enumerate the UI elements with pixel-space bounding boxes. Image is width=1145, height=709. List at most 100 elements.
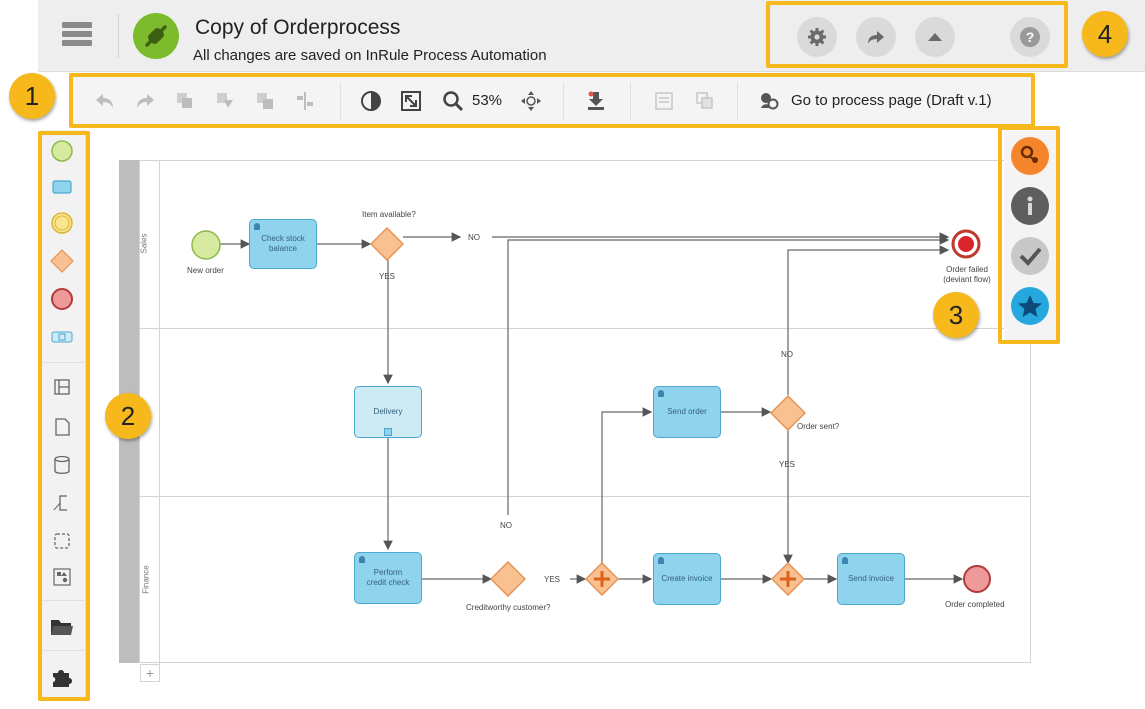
task-create-invoice[interactable]: Create invoice [653, 553, 721, 605]
task-send-invoice[interactable]: Send invoice [837, 553, 905, 605]
task-create-invoice-label: Create invoice [661, 574, 713, 583]
paste-icon[interactable] [214, 90, 236, 112]
user-icon [658, 557, 664, 564]
end-event-icon[interactable] [49, 286, 75, 312]
save-status: All changes are saved on InRule Process … [193, 47, 547, 64]
annotation-icon[interactable] [49, 490, 75, 516]
copy-icon[interactable] [174, 90, 196, 112]
data-store-icon[interactable] [49, 452, 75, 478]
go-to-process-page-button[interactable] [756, 82, 1028, 120]
subprocess-icon[interactable] [49, 324, 75, 350]
header-divider [118, 14, 119, 58]
fit-icon[interactable] [400, 90, 422, 112]
puzzle-icon[interactable] [49, 664, 75, 690]
help-icon: ? [1020, 27, 1040, 47]
align-icon[interactable] [294, 90, 316, 112]
task-send-order-label: Send order [667, 407, 707, 416]
callout-box-header-actions [766, 1, 1068, 68]
favorite-button[interactable] [1011, 287, 1049, 325]
lane-icon[interactable] [49, 374, 75, 400]
star-icon [1018, 295, 1042, 317]
callout-badge-4: 4 [1082, 11, 1128, 57]
user-icon [359, 556, 365, 563]
intermediate-event-icon[interactable] [49, 210, 75, 236]
share-button[interactable] [856, 17, 896, 57]
contrast-icon[interactable] [360, 90, 382, 112]
lane-header-sales[interactable]: Sales [140, 161, 160, 328]
gateway-creditworthy[interactable] [490, 561, 526, 597]
go-to-process-page-label: Go to process page (Draft v.1) [791, 92, 992, 109]
extension-icon[interactable] [49, 564, 75, 590]
info-button[interactable] [1011, 187, 1049, 225]
callout-badge-2: 2 [105, 393, 151, 439]
zoom-icon[interactable] [442, 90, 464, 112]
flow-label-yes: YES [379, 272, 396, 281]
element-properties-icon [1020, 145, 1038, 163]
callout-badge-1: 1 [9, 73, 55, 119]
help-button[interactable]: ? [1010, 17, 1050, 57]
svg-text:?: ? [1026, 29, 1035, 45]
end-event-failed[interactable] [950, 228, 982, 260]
lane-divider [140, 328, 1030, 329]
end-event-failed-label: Order failed (deviant flow) [943, 265, 991, 284]
right-tool-panel [1004, 131, 1056, 341]
callout-box-right-tools [998, 126, 1060, 344]
task-check-stock[interactable]: Check stock balance [249, 219, 317, 269]
app-header: Copy of Orderprocess All changes are sav… [38, 0, 1145, 72]
validate-button[interactable] [1011, 237, 1049, 275]
toolbar-divider [737, 82, 738, 120]
share-icon [868, 31, 884, 44]
lane-header-delivery[interactable] [140, 329, 160, 496]
gear-icon [808, 28, 826, 46]
document-icon[interactable] [653, 90, 675, 112]
shape-palette [40, 130, 86, 700]
redo-icon[interactable] [134, 90, 156, 112]
lane-divider [140, 496, 1030, 497]
parallel-gateway-split[interactable] [585, 562, 619, 596]
undo-icon[interactable] [94, 90, 116, 112]
task-icon[interactable] [49, 174, 75, 200]
toolbar-divider [563, 82, 564, 120]
task-send-order[interactable]: Send order [653, 386, 721, 438]
export-icon[interactable] [585, 90, 607, 112]
data-object-icon[interactable] [49, 414, 75, 440]
gateway-item-available[interactable] [370, 227, 404, 261]
start-event-label: New order [187, 266, 224, 275]
add-lane-button[interactable]: + [140, 664, 160, 682]
task-perform-credit-check-label: Perform credit check [366, 568, 410, 587]
gateway-order-sent[interactable] [770, 395, 806, 431]
plug-icon [133, 13, 179, 59]
start-event[interactable] [190, 229, 222, 261]
zoom-level: 53% [472, 92, 503, 109]
process-page-icon [761, 93, 779, 110]
flow-label-yes: YES [779, 460, 796, 469]
collapse-button[interactable] [915, 17, 955, 57]
parallel-gateway-join[interactable] [771, 562, 805, 596]
clone-icon[interactable] [694, 90, 716, 112]
task-delivery[interactable]: Delivery [354, 386, 422, 438]
flow-label-no: NO [500, 521, 512, 530]
gateway-icon[interactable] [49, 248, 75, 274]
callout-box-toolbar [69, 73, 1035, 128]
task-send-invoice-label: Send invoice [848, 574, 894, 583]
group-icon[interactable] [49, 528, 75, 554]
start-event-icon[interactable] [49, 138, 75, 164]
palette-divider [40, 650, 85, 651]
settings-button[interactable] [797, 17, 837, 57]
check-icon [1019, 247, 1042, 266]
lane-label-sales: Sales [139, 233, 149, 254]
user-icon [658, 390, 664, 397]
user-icon [254, 223, 260, 230]
pan-icon[interactable] [520, 90, 542, 112]
lane-header-finance[interactable]: Finance [140, 497, 160, 664]
toolbar-divider [340, 82, 341, 120]
duplicate-icon[interactable] [254, 90, 276, 112]
chevron-up-icon [928, 33, 942, 41]
element-properties-button[interactable] [1011, 137, 1049, 175]
task-perform-credit-check[interactable]: Perform credit check [354, 552, 422, 604]
info-icon [1027, 196, 1033, 215]
folder-icon[interactable] [49, 614, 75, 640]
end-event-completed[interactable] [962, 564, 992, 594]
hamburger-icon[interactable] [62, 22, 92, 52]
